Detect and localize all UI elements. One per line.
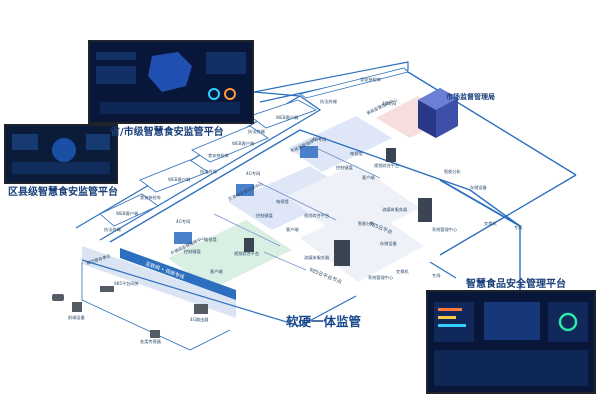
web-client-label-4: WEB客户端 [116, 211, 139, 216]
client-outline-top [253, 61, 409, 103]
equipment-label-s4: 交换机 [484, 221, 497, 226]
p4g-label-2: 4G专网 [312, 137, 327, 142]
server-4 [244, 238, 254, 252]
camera-dome [72, 302, 82, 312]
web-client-label-3: WEB客户端 [168, 177, 191, 182]
inspection-car-label-3: 食安快检车 [140, 195, 161, 200]
web-client-label-1: WEB客户端 [276, 115, 299, 120]
client-box-row-2 [249, 99, 317, 129]
line-label-2: 专线 [432, 273, 441, 278]
equipment-label-e8: 客户端 [286, 227, 299, 232]
equipment-label-e2: 视频综合平台 [374, 163, 400, 168]
equipment-label-s8: 流媒体服务器 [304, 255, 330, 260]
equipment-label-s7: 存储设备 [380, 241, 397, 246]
link-d3 [311, 145, 381, 179]
law-terminal-label-2: 执法终端 [248, 129, 265, 134]
equipment-label-e5: 电视墙 [276, 199, 289, 204]
band-local [82, 246, 236, 318]
equipment-label-e10: 视频综合平台 [234, 251, 260, 256]
local-outline [81, 262, 231, 351]
provincial-platform-title: 省/市级智慧食安监管平台 [110, 127, 224, 138]
equipment-label-e7: 控制键盘 [256, 213, 273, 218]
equipment-label-s6: 智能分析 [358, 221, 375, 226]
server-1 [334, 240, 350, 266]
line-label-1: 专线 [514, 225, 523, 230]
market-bureau-label: 市场监督管理局 [446, 93, 495, 101]
p4g-label-4: 4G专网 [176, 219, 191, 224]
server-2 [418, 198, 432, 222]
equipment-label-e4: 客户端 [362, 175, 375, 180]
county-platform-title: 区县级智慧食安监管平台 [8, 187, 118, 198]
gateway-device [100, 286, 114, 292]
link-market [407, 71, 577, 176]
law-terminal-label-4: 执法终端 [104, 227, 121, 232]
county-dashboard [6, 126, 116, 182]
device-label-sensors: 各类传感器 [140, 339, 161, 344]
router-device [194, 304, 208, 314]
video-wall-3 [300, 146, 318, 158]
band-internet [120, 248, 236, 300]
p4g-label-1: 4G专网 [382, 101, 397, 106]
client-outline-join [253, 91, 301, 97]
client-box-row-5 [99, 193, 159, 227]
client-box-row-4 [139, 159, 209, 193]
equipment-label-s2: 存储设备 [470, 185, 487, 190]
equipment-label-e3: 控制键盘 [336, 165, 353, 170]
equipment-label-e1: 电视墙 [350, 151, 363, 156]
county-platform-monitor [4, 124, 118, 184]
device-label-router: 4G路由器 [190, 317, 209, 322]
equipment-label-e11: 控制键盘 [184, 249, 201, 254]
equipment-label-e12: 客户端 [210, 269, 223, 274]
p4g-label-3: 4G专网 [246, 171, 261, 176]
video-wall-1 [174, 232, 192, 244]
device-label-frontend: 前端设备 [68, 315, 85, 320]
web-client-label-2: WEB客户端 [232, 141, 255, 146]
building-icon [418, 88, 458, 138]
equipment-label-s9: 交换机 [396, 269, 409, 274]
camera-device [52, 294, 64, 301]
link-cloud [429, 261, 457, 279]
equipment-label-s1: 智能分析 [444, 169, 461, 174]
link-main [109, 129, 521, 300]
band-outline [81, 259, 357, 327]
equipment-label-s5: 系统管理中心 [432, 227, 458, 232]
servers [244, 148, 432, 266]
law-terminal-label-1: 执法终端 [320, 99, 337, 104]
video-wall-2 [236, 184, 254, 196]
inspection-car-label-2: 食安快检车 [208, 153, 229, 158]
bottom-title: 软硬一体监管 [286, 314, 362, 329]
equipment-label-s10: 系统管理中心 [368, 275, 394, 280]
inspection-car-label-1: 食安快检车 [360, 77, 381, 82]
link-right [439, 174, 577, 256]
local-devices [52, 286, 208, 338]
link-d2 [257, 181, 337, 221]
link-backbone [439, 179, 521, 227]
equipment-label-s3: 流媒体服务器 [382, 207, 408, 212]
sensor-device [150, 330, 160, 338]
client-box-row-3 [191, 125, 269, 163]
zone-cloud-2 [300, 206, 424, 282]
equipment-label-e9: 电视墙 [204, 237, 217, 242]
provincial-platform-monitor [88, 40, 254, 124]
link-d4 [263, 251, 307, 271]
management-dashboard [428, 292, 594, 392]
equipment-label-e6: 视频综合平台 [304, 213, 330, 218]
provincial-dashboard [90, 42, 252, 122]
device-label-gateway: 985平台网关 [114, 281, 139, 286]
management-platform-monitor [426, 290, 596, 394]
management-platform-title: 智慧食品安全管理平台 [466, 279, 566, 290]
zone-county [168, 220, 292, 290]
server-3 [386, 148, 396, 162]
video-walls [174, 146, 318, 244]
law-terminal-label-3: 执法终端 [200, 169, 217, 174]
link-d1 [213, 213, 281, 247]
